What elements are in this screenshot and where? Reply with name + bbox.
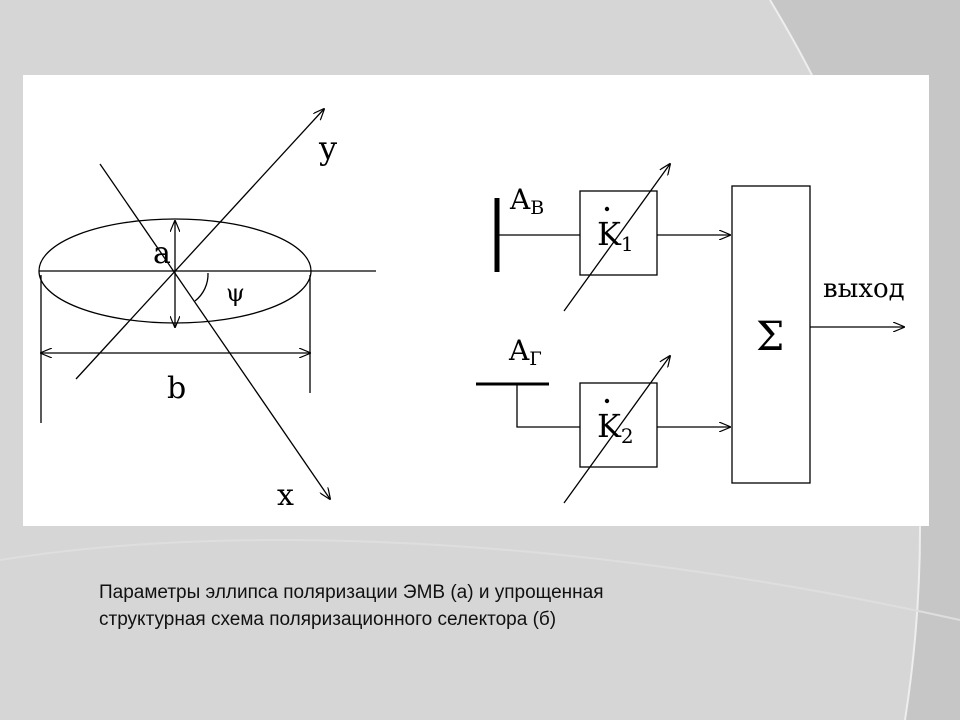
x-axis [99,163,330,499]
selector-block-diagram [476,164,904,504]
input-ag-label: AГ [508,334,542,370]
block-k1-label: K1 [597,215,634,256]
input-av-label: AB [509,183,544,219]
block-k2-label: K2 [597,407,634,448]
y-axis-label: y [318,129,337,167]
block-k2 [579,382,658,468]
k2-tuning-arrow [563,356,670,504]
axis-b-label: b [167,371,186,406]
caption-line-1: Параметры эллипса поляризации ЭМВ (а) и … [99,582,604,603]
psi-angle-label: ψ [226,279,245,307]
block-k1 [579,190,658,276]
k2-dot [604,398,610,404]
x-axis-label: x [277,478,294,513]
figure-panel: y x a b ψ AB AГ K1 K2 Σ [23,75,929,526]
caption-line-2: структурная схема поляризационного селек… [99,609,557,630]
summator-symbol: Σ [756,314,784,360]
semi-axis-a-label: a [153,236,171,271]
summator-block [731,185,811,484]
figure-caption: Параметры эллипса поляризации ЭМВ (а) и … [99,579,799,633]
figure-svg: y x a b ψ AB AГ K1 K2 Σ [38,75,929,513]
k1-dot [604,206,610,212]
wire-ag-k2 [516,384,580,428]
polarization-ellipse-diagram [38,109,376,499]
y-axis [75,109,324,380]
psi-angle-arc [194,272,209,302]
output-label: выход [823,274,905,304]
k1-tuning-arrow [563,164,670,312]
